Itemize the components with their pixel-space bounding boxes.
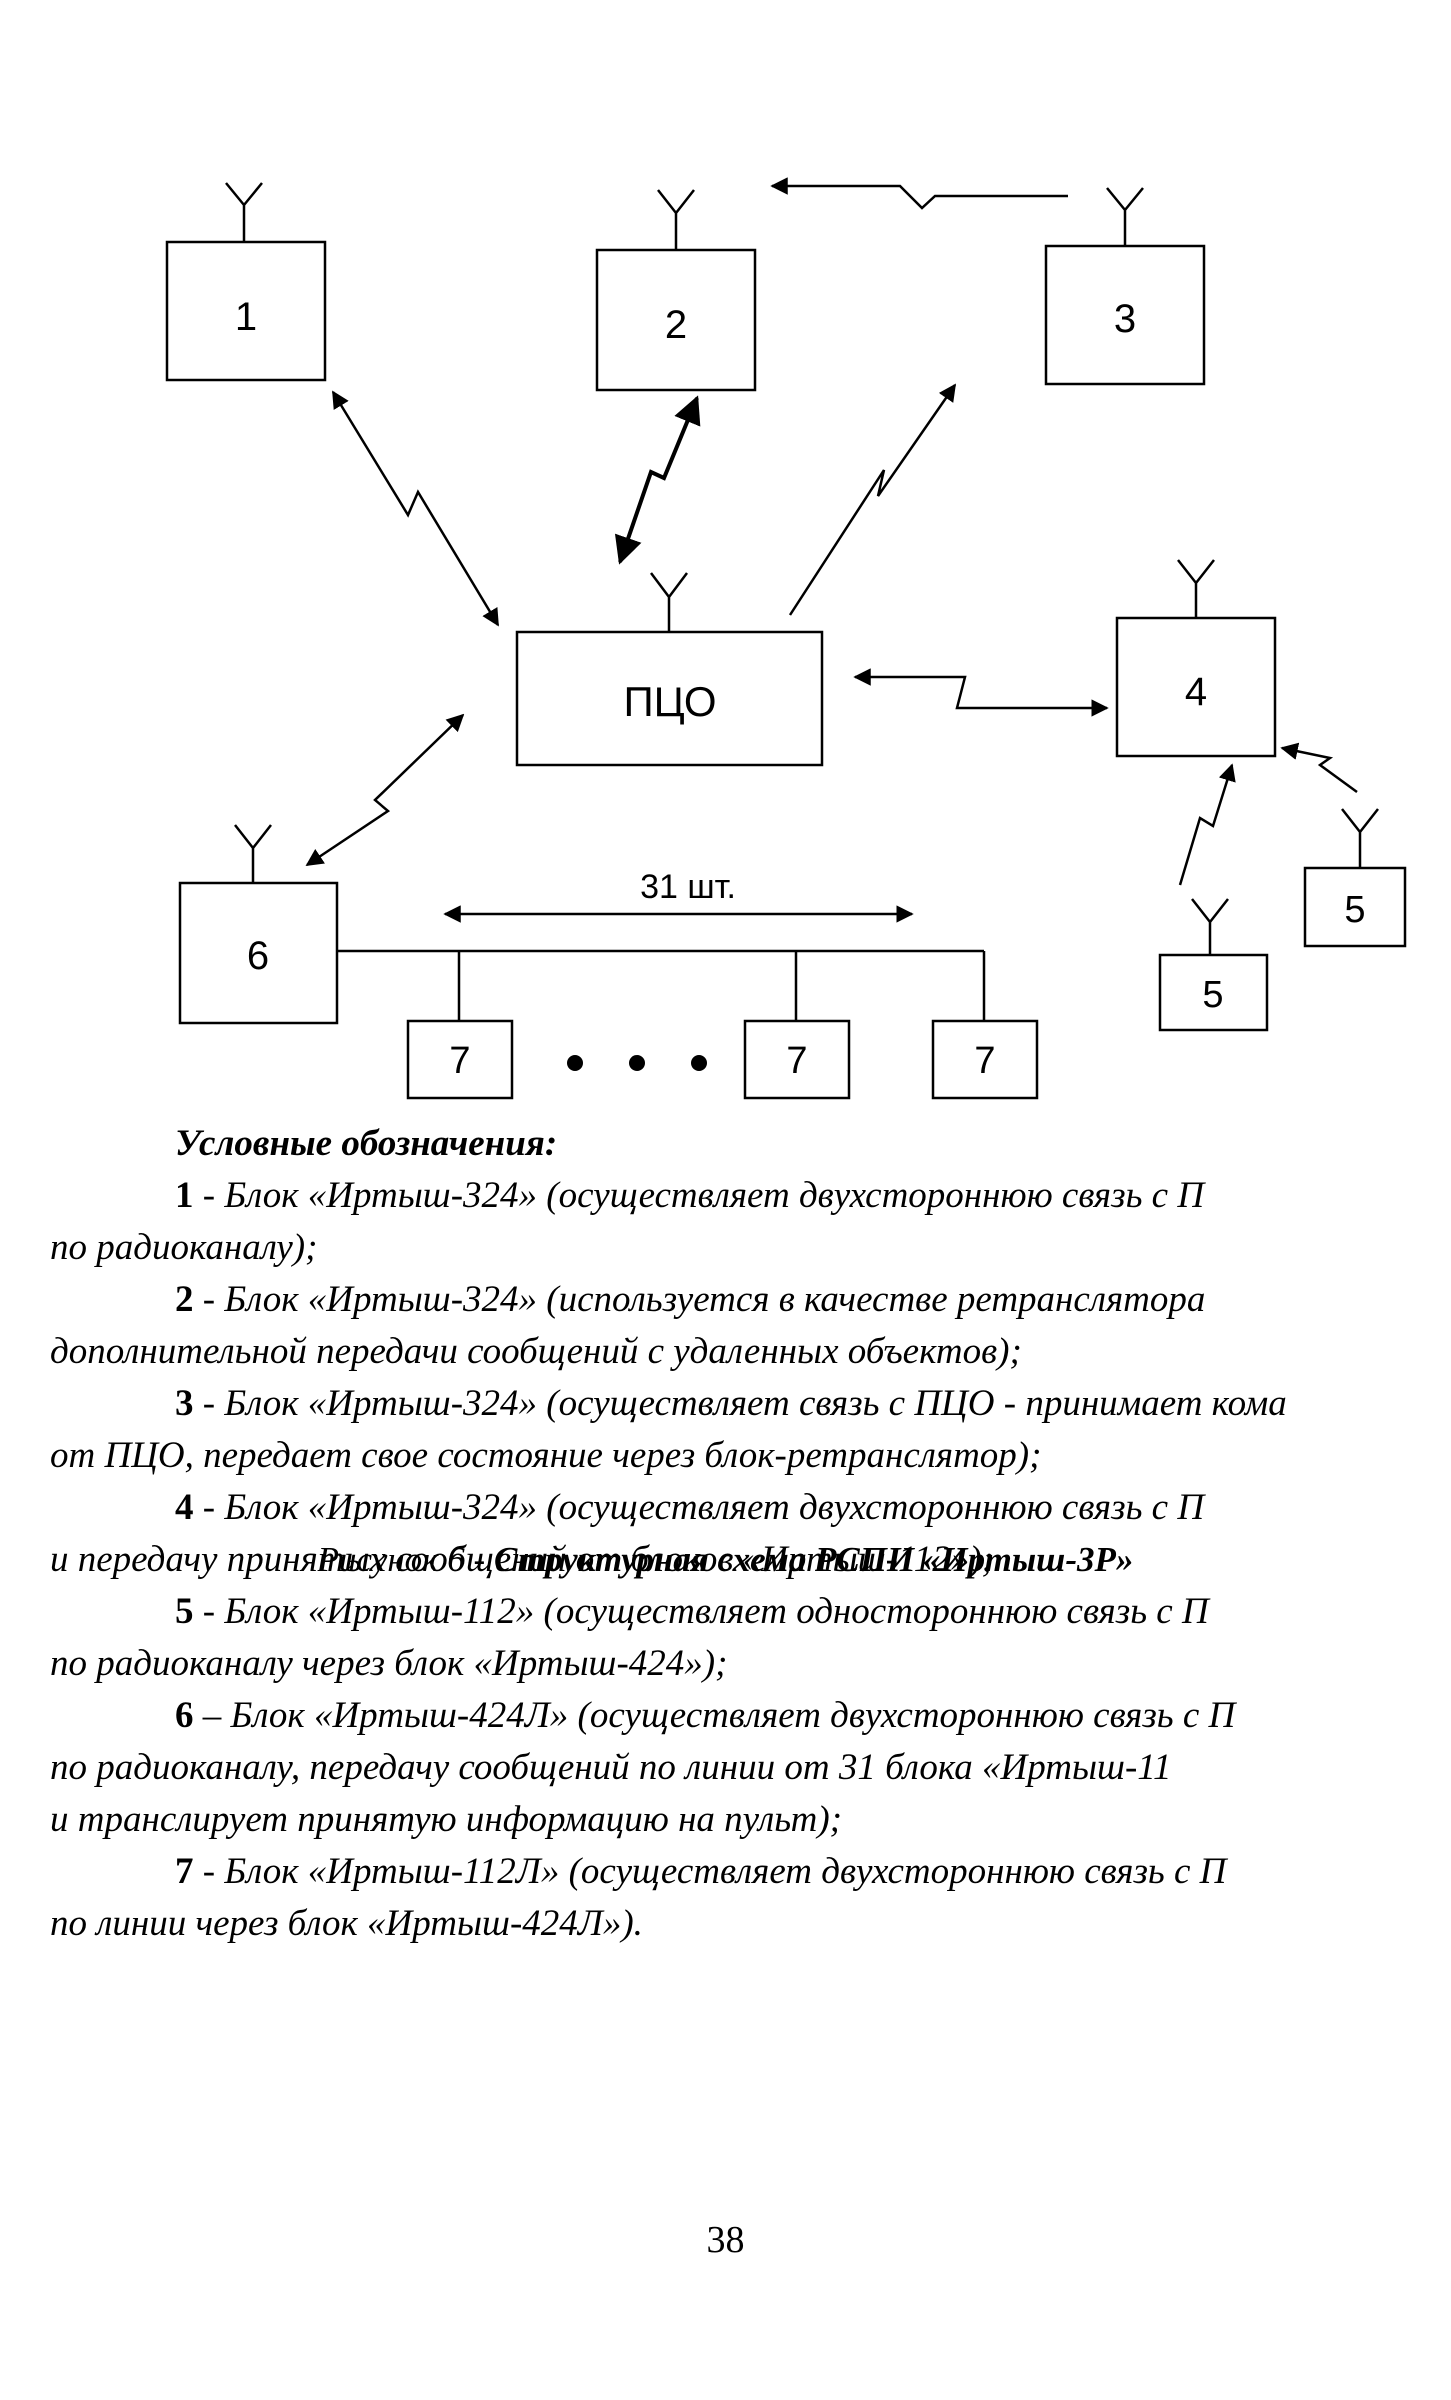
antenna-icon: [1106, 187, 1144, 246]
legend-item-text: - Блок «Иртыш-112» (осуществляет односто…: [193, 1591, 1209, 1632]
caption-prefix: Рисунок 6 -: [317, 1540, 494, 1579]
block-5-right: 5: [1303, 866, 1407, 948]
legend-item-text: дополнительной передачи сообщений с удал…: [50, 1331, 1022, 1372]
legend-item-text: - Блок «Иртыш-324» (осуществляет связь с…: [193, 1383, 1287, 1424]
block-7-label: 7: [786, 1040, 807, 1082]
antenna-icon: [657, 189, 695, 250]
radio-link-1-pco: [331, 390, 500, 627]
radio-link-pco-6: [305, 713, 465, 867]
block-7-label: 7: [974, 1040, 995, 1082]
radio-link-pco-3: [788, 383, 957, 616]
block-2-label: 2: [665, 303, 687, 347]
block-4-label: 4: [1185, 670, 1207, 714]
block-5-bottom-label: 5: [1202, 974, 1223, 1016]
radio-link-2-pco: [614, 395, 701, 565]
legend-item-number: 4: [175, 1487, 194, 1528]
radio-link-pco-4: [853, 668, 1109, 717]
figure-caption: Рисунок 6 - Структурная схема РСПИ «Ирты…: [0, 1540, 1451, 1580]
legend-item-text: - Блок «Иртыш-324» (осуществляет двухсто…: [193, 1487, 1205, 1528]
ellipsis-dots: [567, 1055, 707, 1071]
page-number: 38: [706, 2219, 745, 2261]
legend-item-number: 6: [175, 1695, 194, 1736]
legend-item-text: по радиоканалу, передачу сообщений по ли…: [50, 1747, 1172, 1788]
legend-item-text: по линии через блок «Иртыш-424Л»).: [50, 1903, 643, 1944]
radio-link-5-4-bottom: [1178, 763, 1236, 886]
legend-item-1: 1 - Блок «Иртыш-324» (осуществляет двухс…: [50, 1170, 1445, 1274]
count-label: 31 шт.: [640, 868, 736, 906]
legend-item-text: - Блок «Иртыш-324» (осуществляет двухсто…: [193, 1175, 1205, 1216]
block-3: 3: [1044, 244, 1206, 386]
radio-link-5-4-right: [1280, 742, 1358, 794]
block-5-right-label: 5: [1344, 889, 1365, 931]
legend-item-5: 5 - Блок «Иртыш-112» (осуществляет однос…: [50, 1586, 1445, 1690]
block-1-label: 1: [235, 295, 257, 339]
legend-item-number: 5: [175, 1591, 194, 1632]
block-4: 4: [1115, 616, 1277, 758]
block-3-label: 3: [1114, 297, 1136, 341]
legend-item-2: 2 - Блок «Иртыш-324» (используется в кач…: [50, 1274, 1445, 1378]
legend-item-3: 3 - Блок «Иртыш-324» (осуществляет связь…: [50, 1378, 1445, 1482]
legend-item-number: 7: [175, 1851, 194, 1892]
legend-item-text: по радиоканалу через блок «Иртыш-424»);: [50, 1643, 728, 1684]
radio-link-3-2: [770, 177, 1068, 210]
block-7: 7: [931, 1019, 1039, 1100]
legend-item-number: 1: [175, 1175, 194, 1216]
block-5-bottom: 5: [1158, 953, 1269, 1032]
antenna-icon: [1341, 808, 1379, 868]
legend-item-6: 6 – Блок «Иртыш-424Л» (осуществляет двух…: [50, 1690, 1445, 1846]
block-2: 2: [595, 248, 757, 392]
legend-item-number: 3: [175, 1383, 194, 1424]
legend-item-text: – Блок «Иртыш-424Л» (осуществляет двухст…: [193, 1695, 1236, 1736]
antenna-icon: [234, 824, 272, 883]
legend-item-text: - Блок «Иртыш-112Л» (осуществляет двухст…: [193, 1851, 1227, 1892]
pco-block: ПЦО: [515, 630, 824, 767]
block-7-label: 7: [449, 1040, 470, 1082]
legend-item-4: 4 - Блок «Иртыш-324» (осуществляет двухс…: [50, 1482, 1445, 1586]
legend: Условные обозначения: 1 - Блок «Иртыш-32…: [50, 1118, 1445, 1950]
legend-title: Условные обозначения:: [175, 1123, 558, 1164]
block-7: 7: [743, 1019, 851, 1100]
caption-title: Структурная схема РСПИ «Иртыш-3Р»: [493, 1540, 1134, 1579]
block-1: 1: [165, 240, 327, 382]
pco-label: ПЦО: [623, 678, 716, 725]
antenna-icon: [225, 182, 263, 242]
antenna-icon: [650, 572, 688, 632]
block-6: 6: [178, 881, 339, 1025]
block-diagram: 1 2 3 ПЦО 4 5: [165, 177, 1407, 1100]
antenna-icon: [1177, 559, 1215, 618]
legend-item-7: 7 - Блок «Иртыш-112Л» (осуществляет двух…: [50, 1846, 1445, 1950]
legend-item-text: от ПЦО, передает свое состояние через бл…: [50, 1435, 1042, 1476]
block-7: 7: [406, 1019, 514, 1100]
legend-item-text: по радиоканалу);: [50, 1227, 318, 1268]
block-6-label: 6: [247, 934, 269, 978]
antenna-icon: [1191, 898, 1229, 955]
legend-item-text: и транслирует принятую информацию на пул…: [50, 1799, 842, 1840]
bus-line: [337, 949, 986, 1021]
legend-item-text: и передачу принятых сообщений от блоков …: [50, 1539, 994, 1580]
legend-item-number: 2: [175, 1279, 194, 1320]
legend-item-text: - Блок «Иртыш-324» (используется в качес…: [193, 1279, 1206, 1320]
